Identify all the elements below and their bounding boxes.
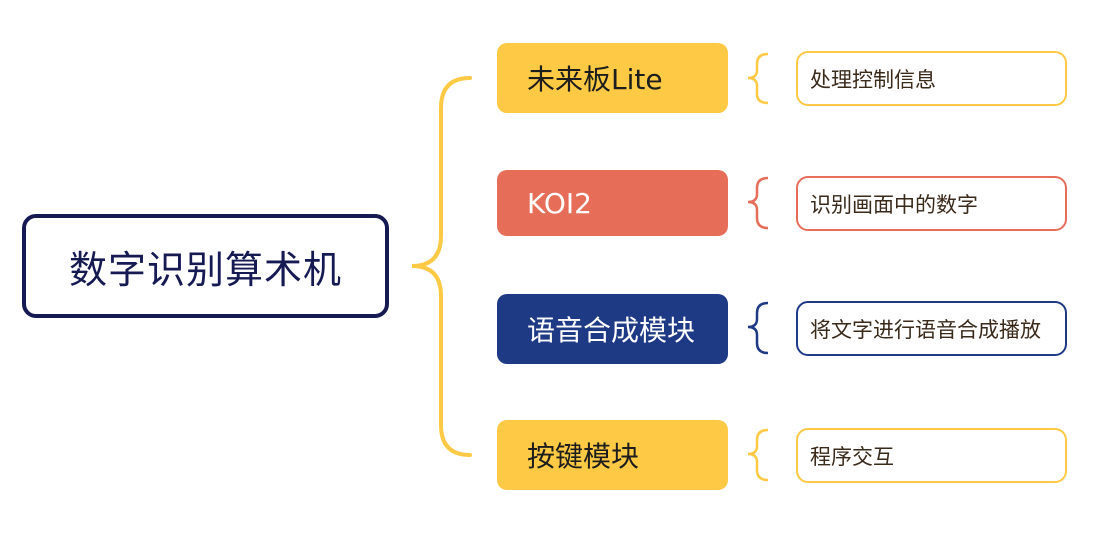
branch-label-2: KOI2 — [527, 186, 592, 220]
leaf-label-2: 识别画面中的数字 — [810, 192, 978, 217]
sub-bracket-2 — [747, 176, 769, 230]
branch-label-3: 语音合成模块 — [527, 314, 696, 347]
sub-bracket-4 — [747, 428, 769, 482]
branch-label-1: 未来板Lite — [527, 63, 663, 96]
leaf-node-3: 将文字进行语音合成播放 — [796, 301, 1067, 356]
sub-bracket-1 — [747, 52, 769, 105]
leaf-node-4: 程序交互 — [796, 428, 1067, 483]
main-bracket — [411, 76, 472, 457]
branch-label-4: 按键模块 — [527, 440, 640, 473]
leaf-label-4: 程序交互 — [810, 444, 894, 469]
branch-node-2: KOI2 — [497, 170, 728, 236]
root-node: 数字识别算术机 — [22, 214, 389, 318]
branch-node-4: 按键模块 — [497, 420, 728, 490]
branch-node-3: 语音合成模块 — [497, 294, 728, 364]
leaf-node-2: 识别画面中的数字 — [796, 176, 1067, 231]
leaf-label-3: 将文字进行语音合成播放 — [810, 317, 1041, 342]
branch-node-1: 未来板Lite — [497, 43, 728, 113]
sub-bracket-3 — [747, 301, 769, 355]
root-label: 数字识别算术机 — [68, 247, 342, 292]
leaf-label-1: 处理控制信息 — [810, 67, 936, 92]
leaf-node-1: 处理控制信息 — [796, 51, 1067, 106]
